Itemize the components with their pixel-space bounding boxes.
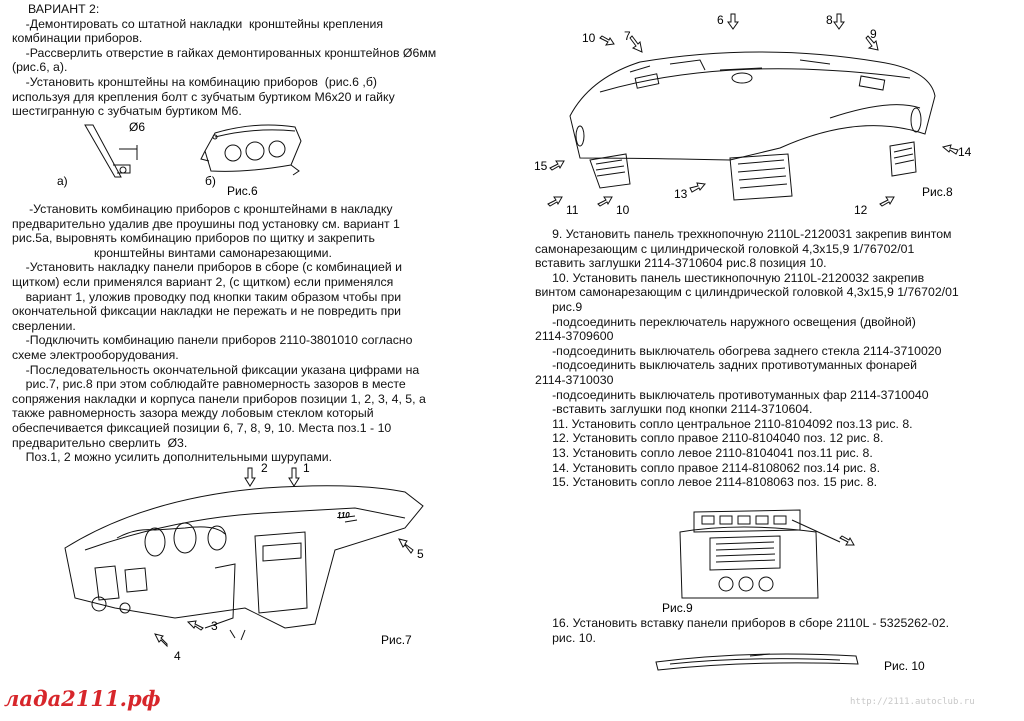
text-line: обеспечивается фиксацией позиции 6, 7, 8… <box>12 420 392 435</box>
callout-5: 5 <box>417 547 424 561</box>
faint-url-watermark: http://2111.autoclub.ru <box>850 697 975 707</box>
text-line: самонарезающим с цилиндрической головкой… <box>535 241 915 256</box>
figure-10: Рис. 10 <box>655 653 925 673</box>
text-line: винтом самонарезающим с цилиндрической г… <box>535 285 959 300</box>
text-line: -подсоединить выключатель обогрева задне… <box>535 343 942 358</box>
text-line: -подсоединить переключатель наружного ос… <box>535 314 916 329</box>
text-line: 14. Установить сопло правое 2114-8108062… <box>535 460 881 475</box>
instrument-insert <box>655 653 859 671</box>
callout-13: 13 <box>674 187 688 201</box>
text-line: 11. Установить сопло центральное 2110-81… <box>535 416 913 431</box>
text-line: 2114-3710030 <box>535 372 614 387</box>
text-line: -вставить заглушки под кнопки 2114-37106… <box>535 402 813 417</box>
text-line: -подсоединить выключатель задних противо… <box>535 358 917 373</box>
figure-6: Ø6 а) б) Рис.6 <box>57 120 302 198</box>
callout-12: 12 <box>854 203 868 217</box>
left-text-block-2: -Установить комбинацию приборов с кроншт… <box>12 202 426 465</box>
text-line: 12. Установить сопло правое 2110-8104040… <box>535 431 884 446</box>
text-line: также равномерность зазора между лобовым… <box>12 406 374 421</box>
figure-7: 110 2 1 5 3 4 Рис.7 <box>64 461 424 663</box>
diameter-label: Ø6 <box>129 120 145 134</box>
text-line: -Установить комбинацию приборов с кроншт… <box>12 202 393 216</box>
text-line: комбинации приборов. <box>12 31 143 46</box>
figure-9-caption: Рис.9 <box>662 601 693 615</box>
callout-3: 3 <box>211 619 218 633</box>
text-line: -Рассверлить отверстие в гайках демонтир… <box>12 45 437 60</box>
text-line: рис.5а, выровнять комбинацию приборов по… <box>12 231 375 246</box>
text-line: 10. Установить панель шестикнопочную 211… <box>535 270 925 285</box>
callout-15: 15 <box>534 159 548 173</box>
text-line: сопряжения накладки и корпуса панели при… <box>12 391 426 406</box>
text-line: (рис.6, а). <box>12 60 68 75</box>
figure-7-caption: Рис.7 <box>381 633 412 647</box>
text-line: ВАРИАНТ 2: <box>28 2 100 16</box>
right-text-block-1: 9. Установить панель трехкнопочную 2110L… <box>535 227 959 490</box>
text-line: -подсоединить выключатель противотуманны… <box>535 387 929 402</box>
text-line: -Подключить комбинацию панели приборов 2… <box>12 333 413 348</box>
callout-10-bottom: 10 <box>616 203 630 217</box>
label-a: а) <box>57 174 68 188</box>
text-line: используя для крепления болт с зубчатым … <box>12 89 395 104</box>
text-line: шестигранную с зубчатым буртиком М6. <box>12 104 242 119</box>
right-text-block-2: 16. Установить вставку панели приборов в… <box>535 616 949 645</box>
callout-11: 11 <box>566 203 579 217</box>
text-line: вариант 1, уложив проводку под кнопки та… <box>12 289 402 304</box>
text-line: 15. Установить сопло левое 2114-8108063 … <box>535 475 878 490</box>
left-text-block-1: ВАРИАНТ 2: -Демонтировать со штатной нак… <box>12 2 436 119</box>
text-line: -Установить кронштейны на комбинацию при… <box>12 74 377 89</box>
bracket-a-drawing <box>84 124 131 178</box>
text-line: рис. 10. <box>535 630 596 645</box>
text-line: 9. Установить панель трехкнопочную 2110L… <box>535 227 952 241</box>
figure-9: Рис.9 <box>662 509 855 615</box>
callout-14: 14 <box>958 145 972 159</box>
text-line: -Демонтировать со штатной накладки кронш… <box>12 16 384 31</box>
text-line: 13. Установить сопло левое 2110-8104041 … <box>535 445 873 460</box>
callout-10-top: 10 <box>582 31 596 45</box>
text-line: кронштейны винтами самонарезающими. <box>12 245 332 260</box>
callout-7: 7 <box>624 29 631 43</box>
text-line: вставить заглушки 2114-3710604 рис.8 поз… <box>535 256 827 271</box>
label-b: б) <box>205 174 216 188</box>
text-line: предварительно удалив две проушины под у… <box>12 216 400 231</box>
figure-6-caption: Рис.6 <box>227 184 258 198</box>
text-line: рис.7, рис.8 при этом соблюдайте равноме… <box>12 377 406 392</box>
callout-1: 1 <box>303 461 310 475</box>
text-line: -Последовательность окончательной фиксац… <box>12 362 420 377</box>
text-line: Поз.1, 2 можно усилить дополнительными ш… <box>12 450 333 465</box>
logo-mark: 110 <box>337 511 350 520</box>
text-line: щитком) если применялся вариант 2, (с щи… <box>12 274 394 289</box>
text-line: 16. Установить вставку панели приборов в… <box>535 616 949 630</box>
site-watermark: лада2111.рф <box>4 686 161 711</box>
figure-8-caption: Рис.8 <box>922 185 953 199</box>
text-line: окончательной фиксации накладки не переж… <box>12 304 402 319</box>
figure-8: 10 7 6 8 9 15 14 13 11 10 12 Рис.8 <box>534 13 972 217</box>
cluster-b-drawing <box>204 124 302 172</box>
figure-10-caption: Рис. 10 <box>884 659 925 673</box>
text-line: 2114-3709600 <box>535 329 614 344</box>
callout-4: 4 <box>174 649 181 663</box>
text-line: предварительно сверлить Ø3. <box>12 435 188 450</box>
callout-2: 2 <box>261 461 268 475</box>
text-line: сверлении. <box>12 318 76 333</box>
text-line: схеме электрооборудования. <box>12 347 179 362</box>
dashboard-top-outline <box>569 51 936 161</box>
callout-6: 6 <box>717 13 724 27</box>
text-line: рис.9 <box>535 299 583 314</box>
dashboard-outline <box>64 485 424 629</box>
callout-8: 8 <box>826 13 833 27</box>
text-line: -Установить накладку панели приборов в с… <box>12 260 403 275</box>
callout-9: 9 <box>870 27 877 41</box>
